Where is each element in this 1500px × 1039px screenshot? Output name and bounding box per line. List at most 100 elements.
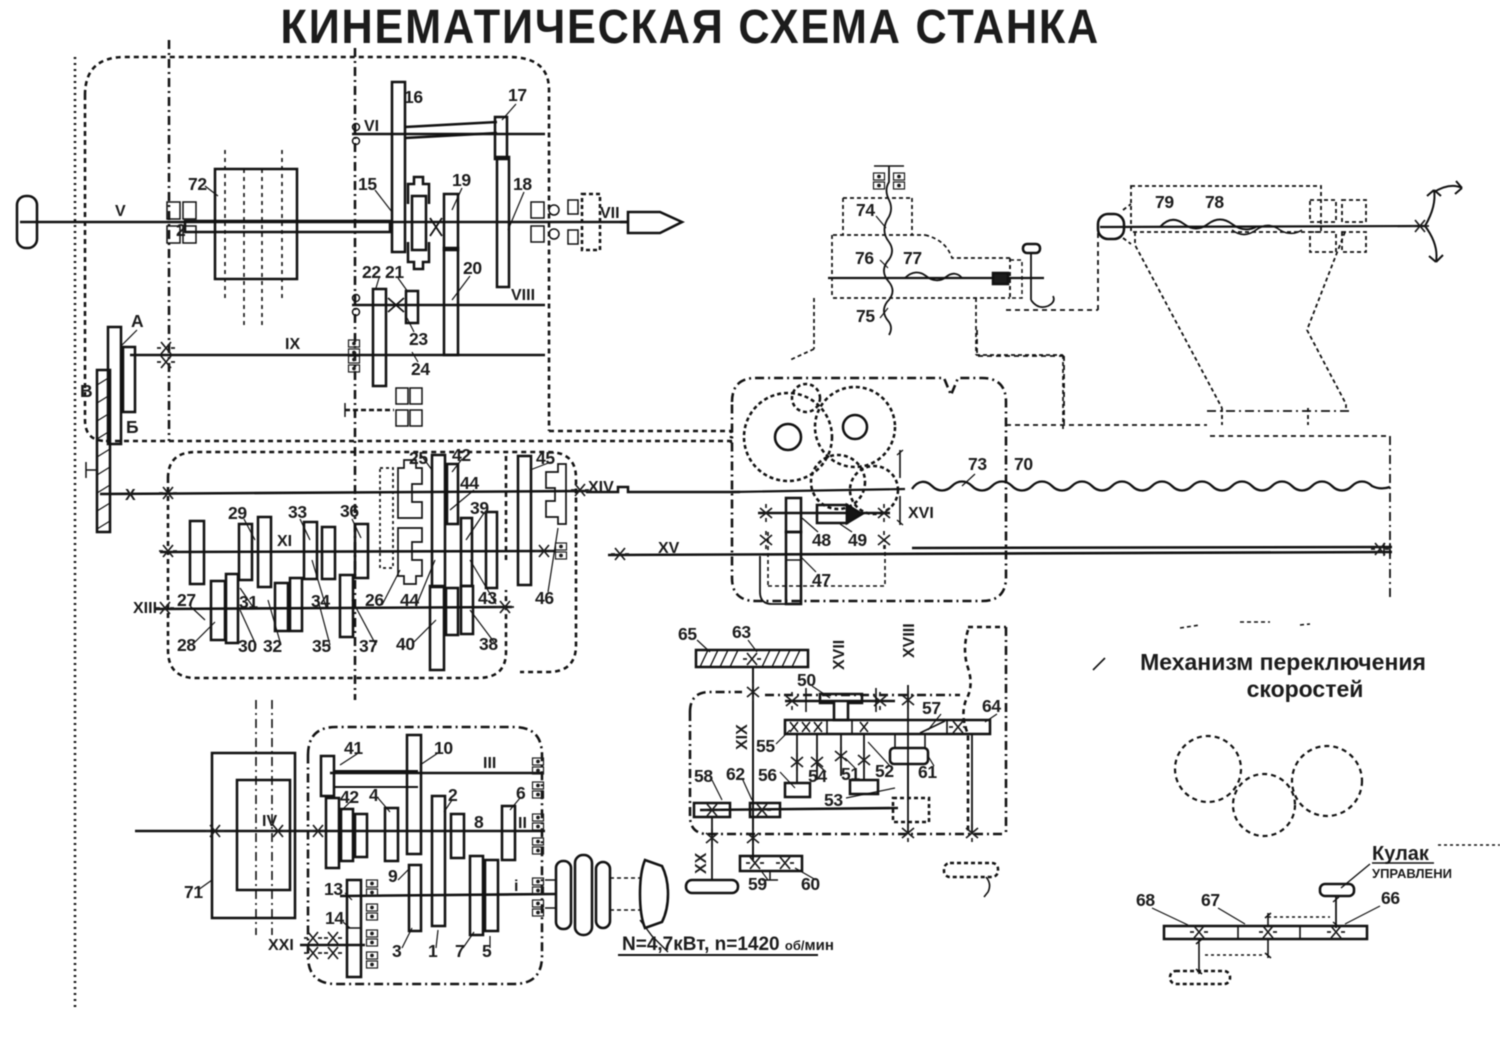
svg-text:47: 47 (812, 570, 831, 590)
svg-text:71: 71 (184, 882, 203, 902)
svg-text:1: 1 (428, 941, 438, 961)
svg-text:78: 78 (1205, 192, 1224, 212)
svg-text:V: V (115, 203, 126, 220)
svg-text:37: 37 (359, 636, 378, 656)
svg-text:43: 43 (478, 588, 497, 608)
svg-text:61: 61 (918, 762, 937, 782)
svg-text:16: 16 (404, 87, 423, 107)
svg-text:XIX: XIX (734, 724, 751, 750)
svg-text:14: 14 (325, 908, 344, 928)
svg-text:XX: XX (693, 852, 710, 874)
svg-text:2: 2 (448, 785, 458, 805)
svg-text:26: 26 (365, 590, 384, 610)
svg-text:75: 75 (856, 306, 875, 326)
svg-text:70: 70 (1014, 454, 1033, 474)
svg-text:XV: XV (658, 540, 680, 557)
svg-text:77: 77 (903, 248, 922, 268)
svg-text:III: III (483, 755, 496, 772)
svg-text:19: 19 (452, 170, 471, 190)
svg-text:УПРАВЛЕНИ: УПРАВЛЕНИ (1372, 866, 1452, 881)
svg-text:скоростей: скоростей (1247, 676, 1364, 702)
svg-text:XIII: XIII (133, 600, 157, 617)
svg-text:36: 36 (340, 501, 359, 521)
svg-text:XIV: XIV (588, 479, 614, 496)
svg-text:42: 42 (340, 787, 359, 807)
svg-text:68: 68 (1136, 890, 1155, 910)
svg-text:VI: VI (364, 118, 379, 135)
svg-text:63: 63 (732, 622, 751, 642)
svg-text:52: 52 (875, 761, 894, 781)
svg-text:67: 67 (1201, 890, 1220, 910)
svg-text:54: 54 (808, 766, 827, 786)
svg-text:65: 65 (678, 624, 697, 644)
svg-text:IX: IX (285, 336, 300, 353)
svg-text:25: 25 (409, 448, 428, 468)
svg-text:39: 39 (470, 498, 489, 518)
svg-text:53: 53 (824, 790, 843, 810)
svg-text:A: A (131, 311, 144, 331)
svg-text:30: 30 (238, 636, 257, 656)
svg-text:50: 50 (797, 670, 816, 690)
svg-text:48: 48 (812, 530, 831, 550)
svg-text:33: 33 (288, 502, 307, 522)
svg-text:20: 20 (463, 258, 482, 278)
svg-text:X: X (125, 487, 136, 504)
svg-text:VII: VII (600, 205, 620, 222)
svg-text:64: 64 (982, 696, 1001, 716)
svg-text:В: В (80, 381, 92, 401)
svg-text:8: 8 (474, 812, 484, 832)
svg-text:32: 32 (263, 636, 282, 656)
svg-text:29: 29 (228, 503, 247, 523)
svg-text:17: 17 (508, 85, 527, 105)
svg-text:7: 7 (455, 941, 464, 961)
svg-text:XVI: XVI (908, 505, 934, 522)
svg-text:58: 58 (694, 766, 713, 786)
svg-text:44: 44 (460, 473, 479, 493)
svg-text:51: 51 (841, 764, 860, 784)
svg-text:74: 74 (856, 200, 875, 220)
svg-text:Кулак: Кулак (1372, 843, 1430, 865)
svg-text:31: 31 (239, 592, 258, 612)
svg-text:34: 34 (311, 591, 330, 611)
svg-text:XI: XI (277, 533, 292, 550)
svg-text:59: 59 (748, 874, 767, 894)
svg-text:76: 76 (855, 248, 874, 268)
svg-text:66: 66 (1381, 888, 1400, 908)
svg-text:6: 6 (516, 783, 526, 803)
svg-text:5: 5 (482, 941, 492, 961)
svg-text:15: 15 (358, 174, 377, 194)
svg-text:XVII: XVII (831, 640, 848, 670)
svg-text:45: 45 (536, 448, 555, 468)
svg-text:56: 56 (758, 765, 777, 785)
svg-text:XXI: XXI (268, 937, 294, 954)
svg-text:21: 21 (385, 262, 404, 282)
svg-text:40: 40 (396, 634, 415, 654)
svg-text:10: 10 (434, 738, 453, 758)
svg-text:79: 79 (1155, 192, 1174, 212)
svg-text:КИНЕМАТИЧЕСКАЯ СХЕМА СТАНКА: КИНЕМАТИЧЕСКАЯ СХЕМА СТАНКА (281, 0, 1100, 54)
svg-text:18: 18 (513, 174, 532, 194)
svg-text:13: 13 (324, 879, 343, 899)
svg-text:VIII: VIII (511, 287, 535, 304)
svg-text:XVIII: XVIII (901, 623, 918, 658)
svg-text:IV: IV (262, 813, 277, 830)
svg-text:i: i (514, 878, 518, 895)
svg-text:46: 46 (535, 588, 554, 608)
svg-text:55: 55 (756, 736, 775, 756)
svg-text:60: 60 (801, 874, 820, 894)
svg-text:Механизм переключения: Механизм переключения (1140, 649, 1426, 675)
svg-text:35: 35 (312, 636, 331, 656)
svg-text:24: 24 (411, 359, 430, 379)
svg-text:57: 57 (922, 698, 941, 718)
svg-text:49: 49 (848, 530, 867, 550)
svg-text:22: 22 (362, 262, 381, 282)
svg-text:38: 38 (479, 634, 498, 654)
svg-text:N=4,7кВт, n=1420 об/мин: N=4,7кВт, n=1420 об/мин (622, 934, 834, 955)
svg-text:23: 23 (409, 329, 428, 349)
svg-text:41: 41 (344, 738, 363, 758)
svg-text:44: 44 (400, 590, 419, 610)
svg-text:Б: Б (126, 417, 138, 437)
svg-text:72: 72 (188, 174, 207, 194)
svg-text:28: 28 (177, 635, 196, 655)
svg-text:73: 73 (968, 454, 987, 474)
